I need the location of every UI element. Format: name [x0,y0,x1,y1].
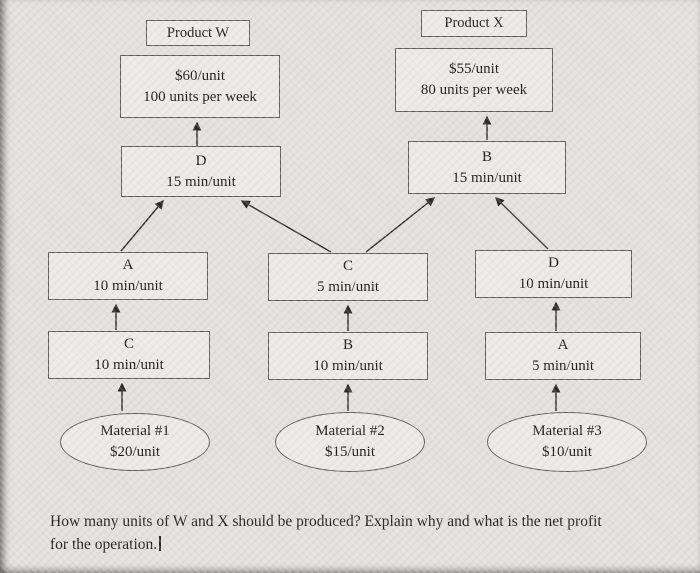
station-a10-box: A 10 min/unit [48,252,208,300]
station-b10-box: B 10 min/unit [268,332,428,380]
arrow-c5-to-b15 [365,197,436,253]
material-2-name: Material #2 [315,423,385,439]
station-d15-name: D [195,152,207,169]
station-b10-rate: 10 min/unit [313,358,383,374]
station-a10-name: A [122,257,134,273]
material-2-cost: $15/unit [324,444,375,460]
station-a10-rate: 10 min/unit [93,278,163,294]
product-w-title: Product W [166,24,230,41]
station-c5-rate: 5 min/unit [316,279,380,295]
product-x-title-box: Product X [421,10,527,37]
product-w-price: $60/unit [174,67,225,84]
product-x-demand: 80 units per week [420,82,528,98]
station-b15-rate: 15 min/unit [452,169,522,186]
station-d10-name: D [548,255,559,271]
station-b15-box: B 15 min/unit [408,141,566,194]
station-d10-box: D 10 min/unit [475,250,632,298]
material-2-ellipse: Material #2 $15/unit [275,412,425,472]
station-a5-rate: 5 min/unit [531,358,595,374]
product-x-price: $55/unit [448,61,499,77]
arrow-d10-to-b15 [495,197,549,250]
station-d15-rate: 15 min/unit [166,173,236,190]
station-c5-name: C [342,258,353,274]
station-c5-box: C 5 min/unit [268,253,428,301]
product-x-title: Product X [444,15,504,31]
question-line-2: for the operation. [50,536,158,553]
station-c10-rate: 10 min/unit [94,357,164,373]
product-w-output-box: $60/unit 100 units per week [120,55,280,118]
arrow-a10-to-d15 [120,199,164,252]
material-3-name: Material #3 [532,423,602,439]
material-3-ellipse: Material #3 $10/unit [487,412,647,472]
question-text: How many units of W and X should be prod… [50,510,675,556]
station-b15-name: B [481,148,492,165]
station-a5-box: A 5 min/unit [485,332,641,380]
product-w-demand: 100 units per week [143,88,257,105]
station-d15-box: D 15 min/unit [121,146,281,197]
material-1-name: Material #1 [100,423,170,439]
station-d10-rate: 10 min/unit [518,276,589,292]
station-b10-name: B [342,337,353,353]
station-a5-name: A [557,337,569,353]
material-1-cost: $20/unit [109,444,160,460]
arrow-c5-to-d15 [240,200,332,253]
question-line-1: How many units of W and X should be prod… [50,513,602,530]
station-c10-name: C [123,336,134,352]
material-3-cost: $10/unit [541,444,592,460]
text-cursor [159,536,161,551]
product-x-output-box: $55/unit 80 units per week [395,48,553,112]
material-1-ellipse: Material #1 $20/unit [60,413,210,471]
station-c10-box: C 10 min/unit [48,331,210,379]
product-w-title-box: Product W [146,20,250,46]
